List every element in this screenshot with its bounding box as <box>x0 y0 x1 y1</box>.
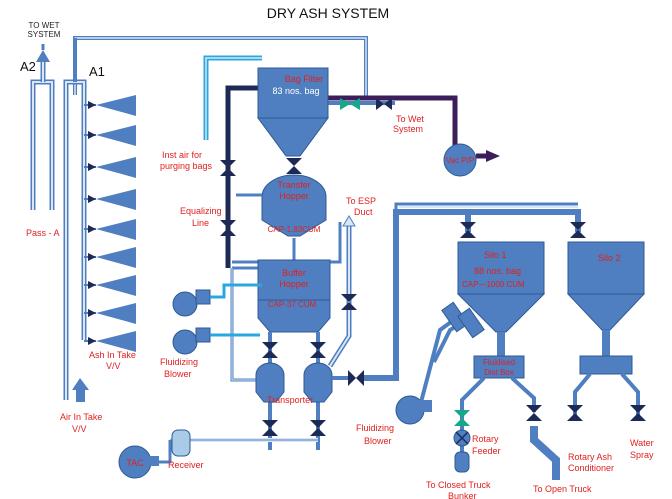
silo-1 <box>456 241 546 356</box>
svg-text:Fluidised: Fluidised <box>483 358 515 367</box>
svg-text:Spray: Spray <box>630 450 654 460</box>
svg-text:Buffer: Buffer <box>282 268 306 278</box>
svg-text:V/V: V/V <box>72 424 87 434</box>
silo-fluid-pipes <box>418 301 485 407</box>
svg-text:Dist Box: Dist Box <box>484 368 514 377</box>
ash-intake-label: Ash In Take V/V <box>89 350 136 371</box>
silo-1-label: Silo 1 88 nos. bag CAP—1000 CUM <box>462 250 525 289</box>
receiver <box>171 429 191 457</box>
svg-text:Blower: Blower <box>164 369 192 379</box>
to-wet-system-right-label: To Wet System <box>393 114 424 134</box>
svg-text:Ash In Take: Ash In Take <box>89 350 136 360</box>
svg-text:Blower: Blower <box>364 436 392 446</box>
silo-2 <box>566 241 646 421</box>
fluidised-dist-box-label: Fluidised Dist Box <box>483 358 515 377</box>
to-wet-valves <box>340 98 392 110</box>
svg-text:Feeder: Feeder <box>472 446 501 456</box>
to-closed-truck-label: To Closed Truck Bunker <box>426 480 491 499</box>
svg-text:Hopper: Hopper <box>279 279 309 289</box>
ash-intake-hoppers <box>84 95 136 352</box>
svg-text:Duct: Duct <box>354 207 373 217</box>
svg-text:To Closed Truck: To Closed Truck <box>426 480 491 490</box>
rotary-feeder <box>453 410 471 473</box>
fluidizing-blower-right <box>395 395 432 425</box>
svg-text:Bag Filter: Bag Filter <box>285 74 324 84</box>
receiver-label: Receiver <box>168 460 204 470</box>
fluidizing-blower-left-label: Fluidizing Blower <box>160 357 198 379</box>
air-intake-arrow <box>72 378 89 402</box>
fluidizing-blower-left <box>172 283 262 355</box>
svg-text:Water: Water <box>630 438 654 448</box>
transporters <box>255 362 333 403</box>
equalizing-line-label: Equalizing Line <box>180 206 222 228</box>
svg-text:Silo 1: Silo 1 <box>484 250 507 260</box>
navy-pipe-left <box>225 85 262 268</box>
svg-text:Fluidizing: Fluidizing <box>356 423 394 433</box>
transport-valve <box>348 370 364 386</box>
svg-text:Conditioner: Conditioner <box>568 463 614 473</box>
water-spray-label: Water Spray <box>630 438 654 460</box>
svg-text:To Wet: To Wet <box>396 114 424 124</box>
to-wet-system-top-label: TO WET SYSTEM <box>28 21 61 39</box>
svg-text:88 nos. bag: 88 nos. bag <box>474 266 521 276</box>
svg-text:Line: Line <box>192 218 209 228</box>
tac <box>118 445 159 479</box>
svg-text:Rotary Ash: Rotary Ash <box>568 452 612 462</box>
svg-text:CAP-37 CUM: CAP-37 CUM <box>268 300 317 309</box>
svg-text:System: System <box>393 124 423 134</box>
svg-text:V/V: V/V <box>106 361 121 371</box>
silo-2-label: Silo 2 <box>598 253 621 263</box>
svg-text:Rotary: Rotary <box>472 434 499 444</box>
bag-filter-label: Bag Filter 83 nos. bag <box>272 74 323 96</box>
to-esp-duct-label: To ESP Duct <box>346 196 376 217</box>
bag-filter <box>257 67 329 157</box>
silo-inlet-valves <box>460 222 586 238</box>
to-open-truck-label: To Open Truck <box>533 484 592 494</box>
transporter-label: Transporter <box>267 395 313 405</box>
a2-label: A2 <box>20 59 36 74</box>
svg-text:Equalizing: Equalizing <box>180 206 222 216</box>
svg-text:purging bags: purging bags <box>160 161 213 171</box>
air-intake-label: Air In Take V/V <box>60 412 102 434</box>
a1-pipes <box>63 38 87 400</box>
vac-pump: Vac P/P <box>443 143 477 177</box>
buffer-hopper-label: Buffer Hopper CAP-37 CUM <box>268 268 317 309</box>
svg-text:Bunker: Bunker <box>448 491 477 499</box>
bag-filter-valve <box>286 158 302 174</box>
open-truck-path <box>526 405 560 480</box>
buffer-outlet-valves <box>262 342 326 436</box>
rotary-ash-conditioner-label: Rotary Ash Conditioner <box>568 452 614 473</box>
transfer-hopper-label: Transfer Hopper CAP-1.83CUM <box>268 180 321 234</box>
diagram-title: DRY ASH SYSTEM <box>267 5 389 21</box>
inst-air-pipe <box>203 55 262 140</box>
tac-label: TAC <box>126 458 144 468</box>
transfer-hopper <box>261 174 327 237</box>
svg-text:To ESP: To ESP <box>346 196 376 206</box>
svg-text:83 nos. bag: 83 nos. bag <box>272 86 319 96</box>
svg-text:Fluidizing: Fluidizing <box>160 357 198 367</box>
equalizing-valves <box>220 160 236 236</box>
svg-text:SYSTEM: SYSTEM <box>28 30 61 39</box>
fluidizing-blower-right-label: Fluidizing Blower <box>356 423 394 446</box>
esp-valve <box>341 294 357 310</box>
a1-label: A1 <box>89 64 105 79</box>
svg-text:Inst air for: Inst air for <box>162 150 202 160</box>
svg-text:Hopper: Hopper <box>279 191 309 201</box>
inst-air-label: Inst air for purging bags <box>160 150 213 171</box>
svg-text:CAP-1.83CUM: CAP-1.83CUM <box>268 225 321 234</box>
vac-pipe <box>326 95 458 152</box>
pass-a-label: Pass - A <box>26 228 60 238</box>
rotary-feeder-label: Rotary Feeder <box>472 434 501 456</box>
svg-text:TO WET: TO WET <box>29 21 60 30</box>
svg-text:Air In Take: Air In Take <box>60 412 102 422</box>
a2-pipes <box>30 50 55 210</box>
buffer-hopper <box>257 259 331 333</box>
svg-text:Transfer: Transfer <box>277 180 310 190</box>
svg-text:CAP—1000 CUM: CAP—1000 CUM <box>462 280 525 289</box>
svg-text:Vac P/P: Vac P/P <box>446 156 474 165</box>
